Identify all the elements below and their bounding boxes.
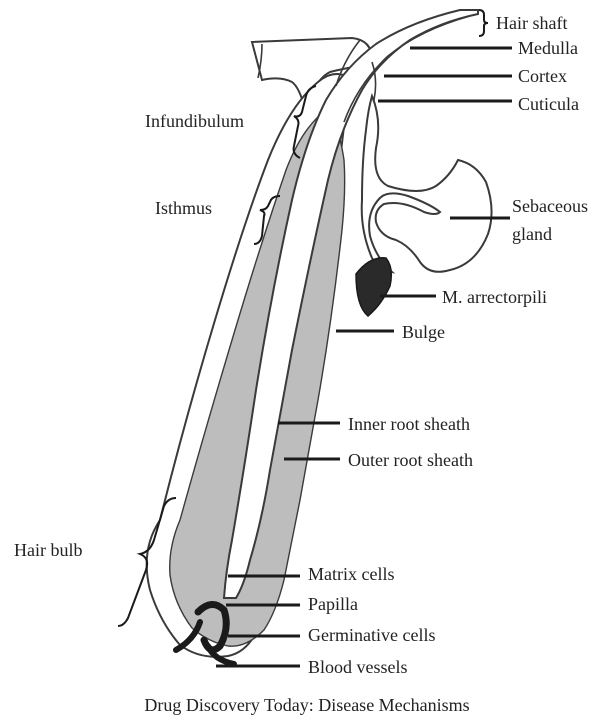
label-bulge: Bulge — [402, 322, 445, 342]
label-germinative-cells: Germinative cells — [308, 625, 435, 645]
label-infundibulum: Infundibulum — [145, 111, 244, 131]
arrector-pili-muscle — [356, 258, 391, 316]
label-sebaceous-line2: gland — [512, 224, 552, 244]
label-outer-root-sheath: Outer root sheath — [348, 450, 473, 470]
label-inner-root-sheath: Inner root sheath — [348, 414, 470, 434]
label-papilla: Papilla — [308, 594, 358, 614]
label-hair-shaft: Hair shaft — [496, 13, 567, 33]
label-isthmus: Isthmus — [155, 198, 212, 218]
label-blood-vessels: Blood vessels — [308, 657, 408, 677]
label-hair-bulb: Hair bulb — [14, 540, 82, 560]
figure-caption: Drug Discovery Today: Disease Mechanisms — [144, 695, 469, 715]
brace-hair-shaft — [479, 10, 488, 36]
sebaceous-gland — [362, 96, 492, 272]
label-medulla: Medulla — [518, 38, 578, 58]
label-matrix-cells: Matrix cells — [308, 564, 394, 584]
label-m-arrectorpili: M. arrectorpili — [442, 287, 547, 307]
label-sebaceous-line1: Sebaceous — [512, 196, 588, 216]
label-cortex: Cortex — [518, 66, 567, 86]
label-cuticula: Cuticula — [518, 94, 579, 114]
